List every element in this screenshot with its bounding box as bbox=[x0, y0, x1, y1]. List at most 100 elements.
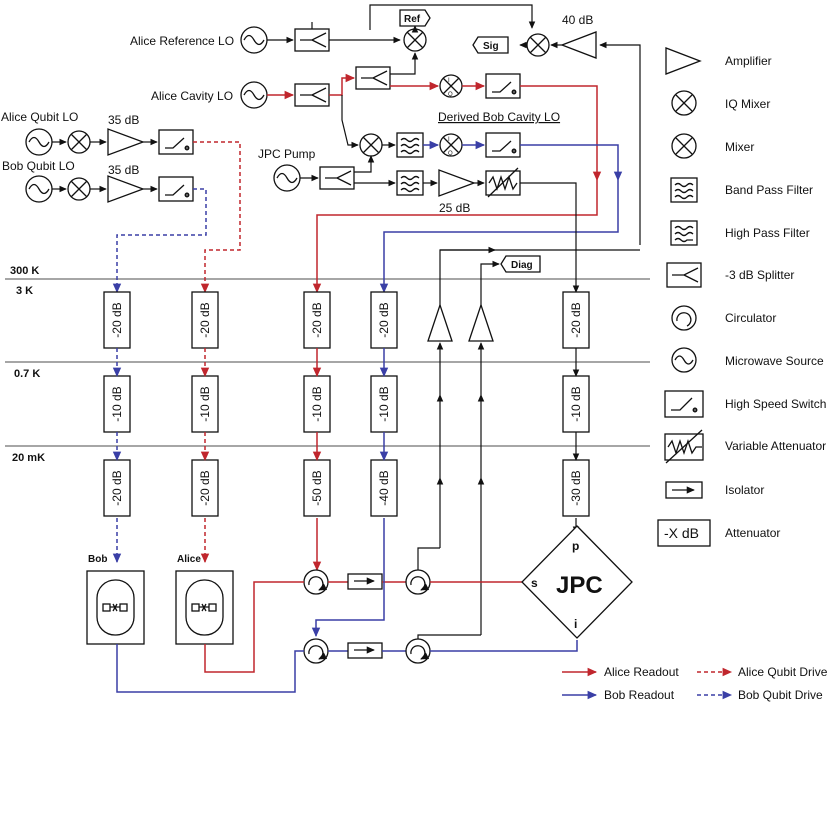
pump-amp-gain: 25 dB bbox=[439, 201, 470, 215]
bob-readout-legend: Bob Readout bbox=[604, 688, 675, 702]
attenuator-label: -20 dB bbox=[110, 302, 124, 337]
legend-item-label: Circulator bbox=[725, 311, 776, 325]
bob-qubit-switch-icon bbox=[158, 176, 194, 202]
attenuator-columns: -20 dB -20 dB -20 dB -20 dB -20 dB -10 dB -10 … bbox=[103, 291, 590, 517]
legend-item-label: High Speed Switch bbox=[725, 397, 826, 411]
legend-circulator-icon bbox=[671, 305, 697, 331]
cavity-splitter-icon bbox=[294, 83, 330, 107]
bob-qubit-drive-legend: Bob Qubit Drive bbox=[738, 688, 823, 702]
alice-qubit-drive-legend: Alice Qubit Drive bbox=[738, 665, 828, 679]
legend-item-label: Variable Attenuator bbox=[725, 439, 826, 453]
ref-tag-label: Ref bbox=[404, 14, 421, 25]
legend-isolator-icon bbox=[665, 481, 703, 499]
jpc-pump-label: JPC Pump bbox=[258, 147, 316, 161]
attenuator-box bbox=[303, 459, 331, 517]
bob-qubit-lo-source-icon bbox=[25, 175, 53, 203]
legend-amplifier-icon bbox=[665, 47, 702, 75]
sig-amplifier-icon bbox=[560, 31, 597, 59]
attenuator-box bbox=[191, 375, 219, 433]
attenuator-box bbox=[191, 291, 219, 349]
bob-qubit-amp-gain: 35 dB bbox=[108, 163, 139, 177]
attenuator-label: -10 dB bbox=[377, 386, 391, 421]
legend-item-label: Isolator bbox=[725, 483, 764, 497]
sig-mixer-icon bbox=[526, 33, 550, 57]
alice-isolator-icon bbox=[347, 573, 383, 590]
alice-qubit-lo-source-icon bbox=[25, 128, 53, 156]
attenuator-label: -10 dB bbox=[310, 386, 324, 421]
attenuator-label: -20 dB bbox=[110, 470, 124, 505]
sig-amp-gain: 40 dB bbox=[562, 13, 593, 27]
attenuator-label: -10 dB bbox=[569, 386, 583, 421]
attenuator-box bbox=[103, 459, 131, 517]
legend-item-label: Attenuator bbox=[725, 526, 780, 540]
bob-qubit-label: Bob bbox=[88, 554, 107, 565]
legend-item-label: Microwave Source bbox=[725, 354, 824, 368]
jpc-port-s: s bbox=[531, 576, 538, 590]
attenuator-box bbox=[370, 291, 398, 349]
derived-mixer-icon bbox=[359, 133, 383, 157]
stage-3k-label: 3 K bbox=[16, 285, 33, 297]
alice-reference-lo-label: Alice Reference LO bbox=[130, 34, 234, 48]
hemt-amplifier-2-icon bbox=[468, 302, 494, 342]
jpc-port-i: i bbox=[574, 617, 577, 631]
diag-tag bbox=[500, 255, 541, 273]
attenuator-label: -30 dB bbox=[569, 470, 583, 505]
jpc-port-p: p bbox=[572, 539, 579, 553]
alice-qubit-lo-label: Alice Qubit LO bbox=[1, 110, 78, 124]
variable-attenuator-icon bbox=[485, 167, 521, 198]
bob-qubit-iq-mixer-icon bbox=[67, 177, 91, 201]
svg-text:Q: Q bbox=[448, 151, 453, 157]
legend-item-label: Band Pass Filter bbox=[725, 183, 813, 197]
attenuator-box bbox=[562, 375, 590, 433]
legend-mixer-icon bbox=[671, 133, 697, 159]
legend-attenuator-symbol: -X dB bbox=[664, 525, 699, 541]
stage-300k-label: 300 K bbox=[10, 265, 39, 277]
legend-variable-attenuator-icon bbox=[664, 429, 704, 464]
jpc-diamond bbox=[521, 525, 633, 639]
legend-band-pass-icon bbox=[670, 177, 698, 203]
legend-item-label: Mixer bbox=[725, 140, 754, 154]
alice-qubit-label: Alice bbox=[177, 554, 201, 565]
bob-qubit-lo-label: Bob Qubit LO bbox=[2, 159, 75, 173]
legend-high-pass-icon bbox=[670, 220, 698, 246]
attenuator-label: -20 dB bbox=[198, 470, 212, 505]
ref-splitter-icon bbox=[294, 28, 330, 52]
stage-07k-label: 0.7 K bbox=[14, 368, 40, 380]
legend: -X dB bbox=[657, 47, 711, 547]
attenuator-box bbox=[103, 291, 131, 349]
pump-bandpass-icon bbox=[396, 170, 424, 196]
legend-item-label: High Pass Filter bbox=[725, 226, 810, 240]
alice-reference-lo-source-icon bbox=[240, 26, 268, 54]
alice-cavity-lo-label: Alice Cavity LO bbox=[151, 89, 233, 103]
svg-text:I: I bbox=[448, 137, 450, 143]
bob-isolator-icon bbox=[347, 642, 383, 659]
attenuator-label: -10 dB bbox=[110, 386, 124, 421]
attenuator-box bbox=[562, 291, 590, 349]
alice-readout-switch-icon bbox=[485, 73, 521, 99]
attenuator-label: -20 dB bbox=[569, 302, 583, 337]
legend-splitter-icon bbox=[666, 262, 702, 288]
cavity-iq-mixer-icon: IQ bbox=[439, 74, 463, 98]
alice-cavity-lo-source-icon bbox=[240, 81, 268, 109]
alice-circulator-2-icon bbox=[405, 569, 431, 595]
alice-readout-legend: Alice Readout bbox=[604, 665, 679, 679]
attenuator-label: -20 dB bbox=[377, 302, 391, 337]
sig-tag-label: Sig bbox=[483, 41, 499, 52]
jpc-pump-source-icon bbox=[273, 164, 301, 192]
alice-qubit-switch-icon bbox=[158, 129, 194, 155]
legend-item-label: Amplifier bbox=[725, 54, 772, 68]
legend-attenuator-icon bbox=[657, 519, 711, 547]
attenuator-label: -20 dB bbox=[198, 302, 212, 337]
pump-amplifier-icon bbox=[438, 169, 476, 197]
attenuator-label: -20 dB bbox=[310, 302, 324, 337]
attenuator-label: -10 dB bbox=[198, 386, 212, 421]
legend-microwave-source-icon bbox=[671, 347, 697, 373]
attenuator-box bbox=[303, 291, 331, 349]
ref-tag bbox=[399, 9, 431, 27]
alice-qubit-chip bbox=[175, 570, 234, 645]
legend-switch-icon bbox=[664, 390, 704, 418]
legend-item-label: -3 dB Splitter bbox=[725, 268, 794, 282]
alice-qubit-amplifier-icon bbox=[107, 128, 145, 156]
bob-qubit-chip bbox=[86, 570, 145, 645]
